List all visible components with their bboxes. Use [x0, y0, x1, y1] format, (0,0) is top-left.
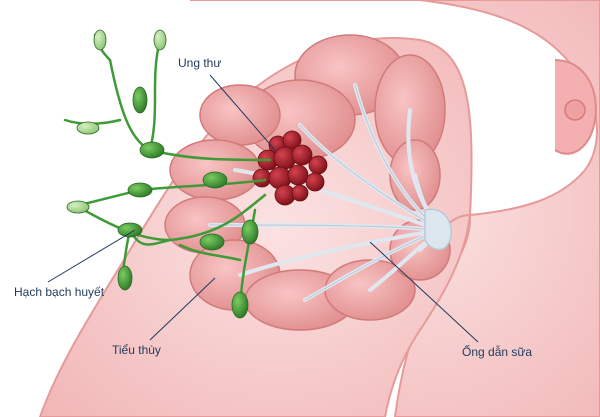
lymph-node	[241, 219, 259, 245]
duct-convergence	[424, 208, 452, 251]
tumor	[252, 130, 328, 206]
lymph-node	[117, 222, 143, 238]
lymph-node	[231, 291, 249, 319]
lymph-node	[132, 86, 148, 114]
label-lobule: Tiểu thùy	[112, 343, 161, 357]
lymph-node	[76, 121, 100, 135]
lymph-node	[139, 141, 165, 159]
leader-line-milk-duct	[369, 241, 479, 343]
label-lymph-node: Hạch bạch huyết	[14, 285, 105, 299]
lymph-nodes	[66, 29, 259, 319]
lymph-node	[202, 171, 228, 189]
leader-line-lymph-node	[47, 229, 136, 283]
lymph-node	[117, 265, 133, 291]
leader-lines	[47, 74, 479, 343]
lymph-node	[93, 29, 107, 51]
label-cancer: Ung thư	[178, 56, 222, 70]
lymph-node	[153, 29, 167, 51]
lymph-node	[66, 200, 90, 214]
lobule	[199, 84, 281, 146]
label-milk-duct: Ống dẫn sữa	[462, 345, 533, 359]
leader-line-cancer	[209, 74, 276, 151]
lymph-node	[127, 182, 153, 198]
lymph-node	[199, 233, 225, 251]
leader-line-lobule	[149, 277, 216, 341]
